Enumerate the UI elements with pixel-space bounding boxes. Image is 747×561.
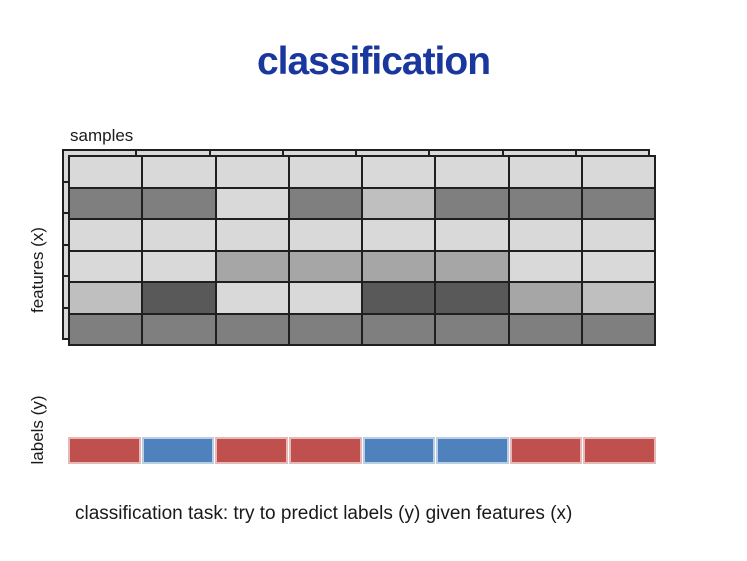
matrix-cell [435,187,509,219]
matrix-cell [69,282,143,314]
matrix-cell [362,250,436,282]
matrix-cell [508,187,582,219]
matrix-cell [508,219,582,251]
matrix-cell [69,250,143,282]
labels-bar [68,437,656,464]
matrix-cell [288,156,362,188]
label-cell-red [509,437,583,464]
matrix-cell [142,313,216,345]
page-title: classification [256,40,491,83]
matrix-cell [215,250,289,282]
matrix-cell [215,187,289,219]
matrix-cell [288,250,362,282]
label-cell-red [215,437,288,464]
samples-axis-label: samples [70,126,134,145]
matrix-cell [581,187,655,219]
matrix-cell [142,156,216,188]
matrix-cell [435,156,509,188]
matrix-cell [508,156,582,188]
matrix-cell [362,313,436,345]
matrix-cell [362,282,436,314]
label-cell-red [68,437,141,464]
matrix-cell [581,313,655,345]
matrix-cell [69,187,143,219]
matrix-cell [69,313,143,345]
matrix-cell [69,156,143,188]
matrix-cell [142,282,216,314]
matrix-cell [288,187,362,219]
matrix-cell [142,187,216,219]
matrix-cell [215,282,289,314]
matrix-cell [215,219,289,251]
matrix-cell [435,282,509,314]
matrix-cell [362,219,436,251]
label-cell-blue [362,437,436,464]
matrix-cell [581,156,655,188]
matrix-cell [508,313,582,345]
matrix-cell [581,250,655,282]
labels-axis-label: labels (y) [28,395,47,465]
matrix-cell [142,219,216,251]
matrix-cell [362,187,436,219]
matrix-cell [288,313,362,345]
matrix-cell [142,250,216,282]
matrix-cell [508,282,582,314]
caption: classification task: try to predict labe… [75,503,573,524]
matrix-cell [215,313,289,345]
label-cell-blue [141,437,215,464]
matrix-cell [435,250,509,282]
matrix-cell [288,219,362,251]
matrix-cell [581,282,655,314]
matrix-cell [215,156,289,188]
matrix-cell [435,313,509,345]
matrix-cell [69,219,143,251]
label-cell-red [583,437,656,464]
feature-matrix [68,155,656,346]
matrix-cell [288,282,362,314]
matrix-cell [508,250,582,282]
label-cell-blue [436,437,509,464]
label-cell-red [288,437,362,464]
features-axis-label: features (x) [28,227,47,313]
matrix-cell [362,156,436,188]
matrix-cell [581,219,655,251]
matrix-cell [435,219,509,251]
